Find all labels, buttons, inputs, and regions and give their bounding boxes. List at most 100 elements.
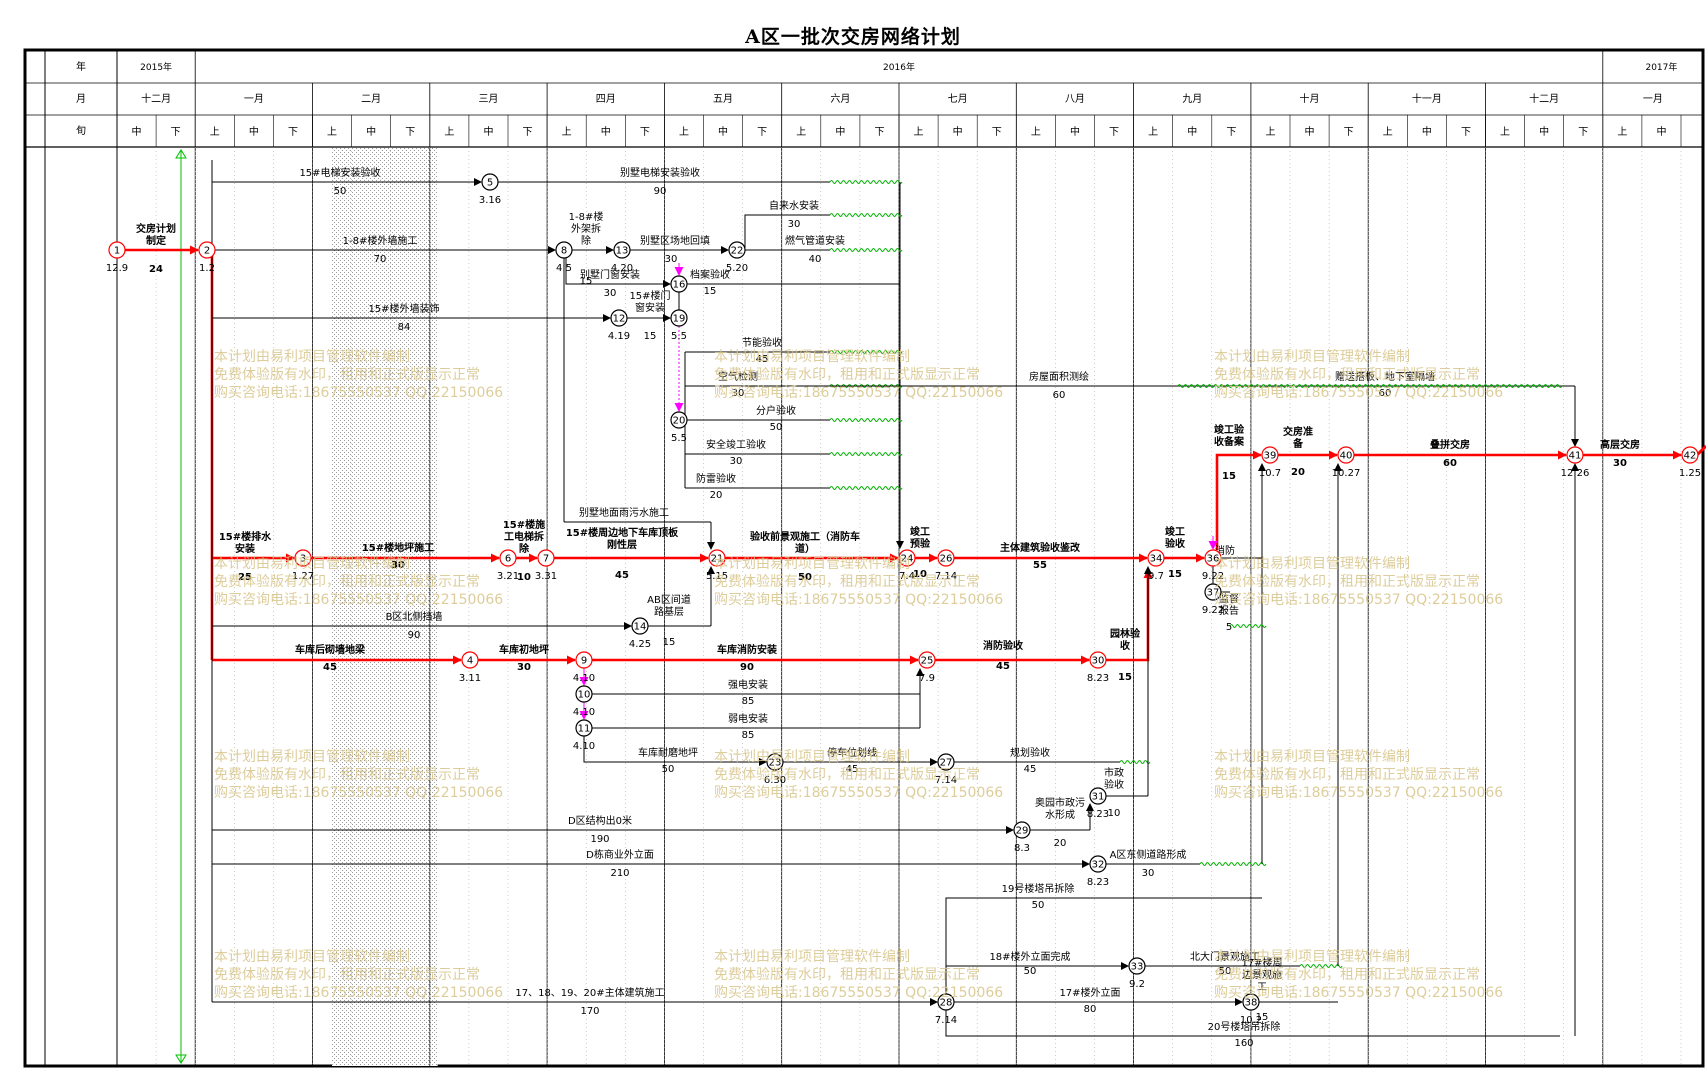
month-cell: 九月 bbox=[1182, 93, 1202, 105]
xun-cell: 中 bbox=[1422, 125, 1432, 138]
node-circle bbox=[898, 549, 916, 567]
activity-name: 档案验收 bbox=[690, 268, 730, 281]
xun-cell: 上 bbox=[914, 126, 924, 138]
node-circle bbox=[613, 241, 631, 259]
activity-duration: 30 bbox=[1142, 868, 1155, 879]
activity-duration: 85 bbox=[742, 730, 755, 741]
xun-cell: 下 bbox=[1109, 127, 1119, 138]
xun-cell: 中 bbox=[1656, 125, 1666, 138]
event-node: 112.9 bbox=[106, 241, 128, 274]
node-id: 30 bbox=[1092, 656, 1105, 667]
today-marker-bottom bbox=[175, 1054, 187, 1064]
activity-duration: 90 bbox=[654, 186, 667, 197]
xun-cell: 中 bbox=[718, 125, 728, 138]
activity-duration: 30 bbox=[604, 288, 617, 299]
activity-name: 路基层 bbox=[654, 605, 684, 618]
row-label: 月 bbox=[76, 93, 86, 105]
activity-duration: 84 bbox=[398, 322, 411, 333]
activity-duration: 50 bbox=[770, 422, 783, 433]
event-node: 236.30 bbox=[764, 753, 786, 786]
xun-cell: 上 bbox=[210, 126, 220, 138]
activity-duration: 30 bbox=[665, 254, 678, 265]
node-id: 22 bbox=[731, 246, 744, 257]
activity-name: 竣工验 bbox=[1214, 423, 1245, 436]
xun-cell: 中 bbox=[1187, 125, 1197, 138]
node-date: 4.10 bbox=[573, 741, 595, 752]
activity-name: 收备案 bbox=[1214, 435, 1245, 448]
activity-duration: 85 bbox=[742, 696, 755, 707]
activity-name: 市政 bbox=[1104, 766, 1124, 779]
month-cell: 十二月 bbox=[1529, 92, 1559, 105]
activity-name: 规划验收 bbox=[1010, 746, 1050, 759]
event-node: 247.4 bbox=[898, 549, 916, 582]
node-id: 25 bbox=[921, 656, 934, 667]
node-circle bbox=[575, 651, 593, 669]
activity-name: D区结构出0米 bbox=[568, 814, 632, 827]
node-id: 39 bbox=[1264, 451, 1277, 462]
activity-name: 1-8#楼外墙施工 bbox=[343, 234, 418, 247]
activity-name: 消防验收 bbox=[983, 639, 1023, 652]
xun-cell: 中 bbox=[366, 125, 376, 138]
free-float bbox=[829, 248, 903, 252]
event-node: 114.10 bbox=[573, 719, 595, 752]
xun-cell: 下 bbox=[523, 127, 533, 138]
activity-duration: 5 bbox=[1226, 622, 1232, 633]
activity-duration: 170 bbox=[580, 1006, 599, 1017]
node-id: 37 bbox=[1207, 588, 1220, 599]
xun-cell: 下 bbox=[288, 127, 298, 138]
free-float bbox=[829, 213, 903, 217]
event-node: 298.3 bbox=[1013, 821, 1031, 854]
node-id: 4 bbox=[467, 656, 473, 667]
activity-name: 奥园市政污 bbox=[1035, 796, 1085, 809]
node-circle bbox=[766, 753, 784, 771]
node-circle bbox=[1681, 446, 1699, 464]
node-circle bbox=[1204, 549, 1222, 567]
year-cell: 2016年 bbox=[883, 61, 915, 73]
node-date: 4.5 bbox=[556, 263, 572, 274]
node-date: 9.7 bbox=[1148, 571, 1164, 582]
activity-name: 自来水安装 bbox=[769, 199, 819, 212]
node-id: 34 bbox=[1150, 554, 1163, 565]
node-date: 1.2 bbox=[199, 263, 215, 274]
event-node: 379.22 bbox=[1202, 583, 1224, 616]
node-id: 14 bbox=[634, 622, 647, 633]
activity-name: 19号楼塔吊拆除 bbox=[1002, 882, 1075, 895]
event-node: 257.9 bbox=[918, 651, 936, 684]
node-circle bbox=[1089, 855, 1107, 873]
activity-duration: 45 bbox=[756, 354, 769, 365]
node-circle bbox=[1566, 446, 1584, 464]
node-circle bbox=[937, 753, 955, 771]
activity-name: 别墅地面雨污水施工 bbox=[579, 506, 669, 519]
end-flag bbox=[1695, 444, 1706, 457]
activity-name: 弱电安装 bbox=[728, 712, 768, 725]
year-cell: 2017年 bbox=[1645, 61, 1677, 73]
month-cell: 十月 bbox=[1300, 92, 1320, 105]
activity-name: 叠拼交房 bbox=[1430, 438, 1470, 451]
activity-name: 外架拆 bbox=[571, 222, 601, 235]
xun-cell: 下 bbox=[405, 127, 415, 138]
node-id: 31 bbox=[1092, 792, 1105, 803]
activity-duration: 30 bbox=[730, 456, 743, 467]
node-date: 3.11 bbox=[459, 673, 481, 684]
event-node: 195.5 bbox=[670, 309, 688, 342]
page-title: A区一批次交房网络计划 bbox=[745, 26, 961, 48]
activity-name: 1-8#楼 bbox=[569, 210, 604, 223]
event-node: 225.20 bbox=[726, 241, 748, 274]
event-node: 43.11 bbox=[459, 651, 481, 684]
node-date: 12.9 bbox=[106, 263, 128, 274]
event-nodes: 112.921.231.2743.1153.1663.2173.3184.594… bbox=[106, 173, 1701, 1026]
activity-duration: 10 bbox=[1108, 808, 1121, 819]
node-id: 29 bbox=[1016, 826, 1029, 837]
activity-name: 车库耐磨地坪 bbox=[638, 746, 698, 759]
activity-duration: 15 bbox=[644, 331, 657, 342]
activity-name: 15#楼周边地下车库顶板 bbox=[566, 526, 679, 539]
node-id: 23 bbox=[769, 758, 782, 769]
node-date: 10.2 bbox=[1240, 1015, 1262, 1026]
node-date: 3.21 bbox=[497, 571, 519, 582]
activity-name: 北大门景观施工 bbox=[1190, 950, 1260, 963]
activity-name: 15#楼排水 bbox=[219, 530, 272, 543]
activity-duration: 30 bbox=[732, 388, 745, 399]
